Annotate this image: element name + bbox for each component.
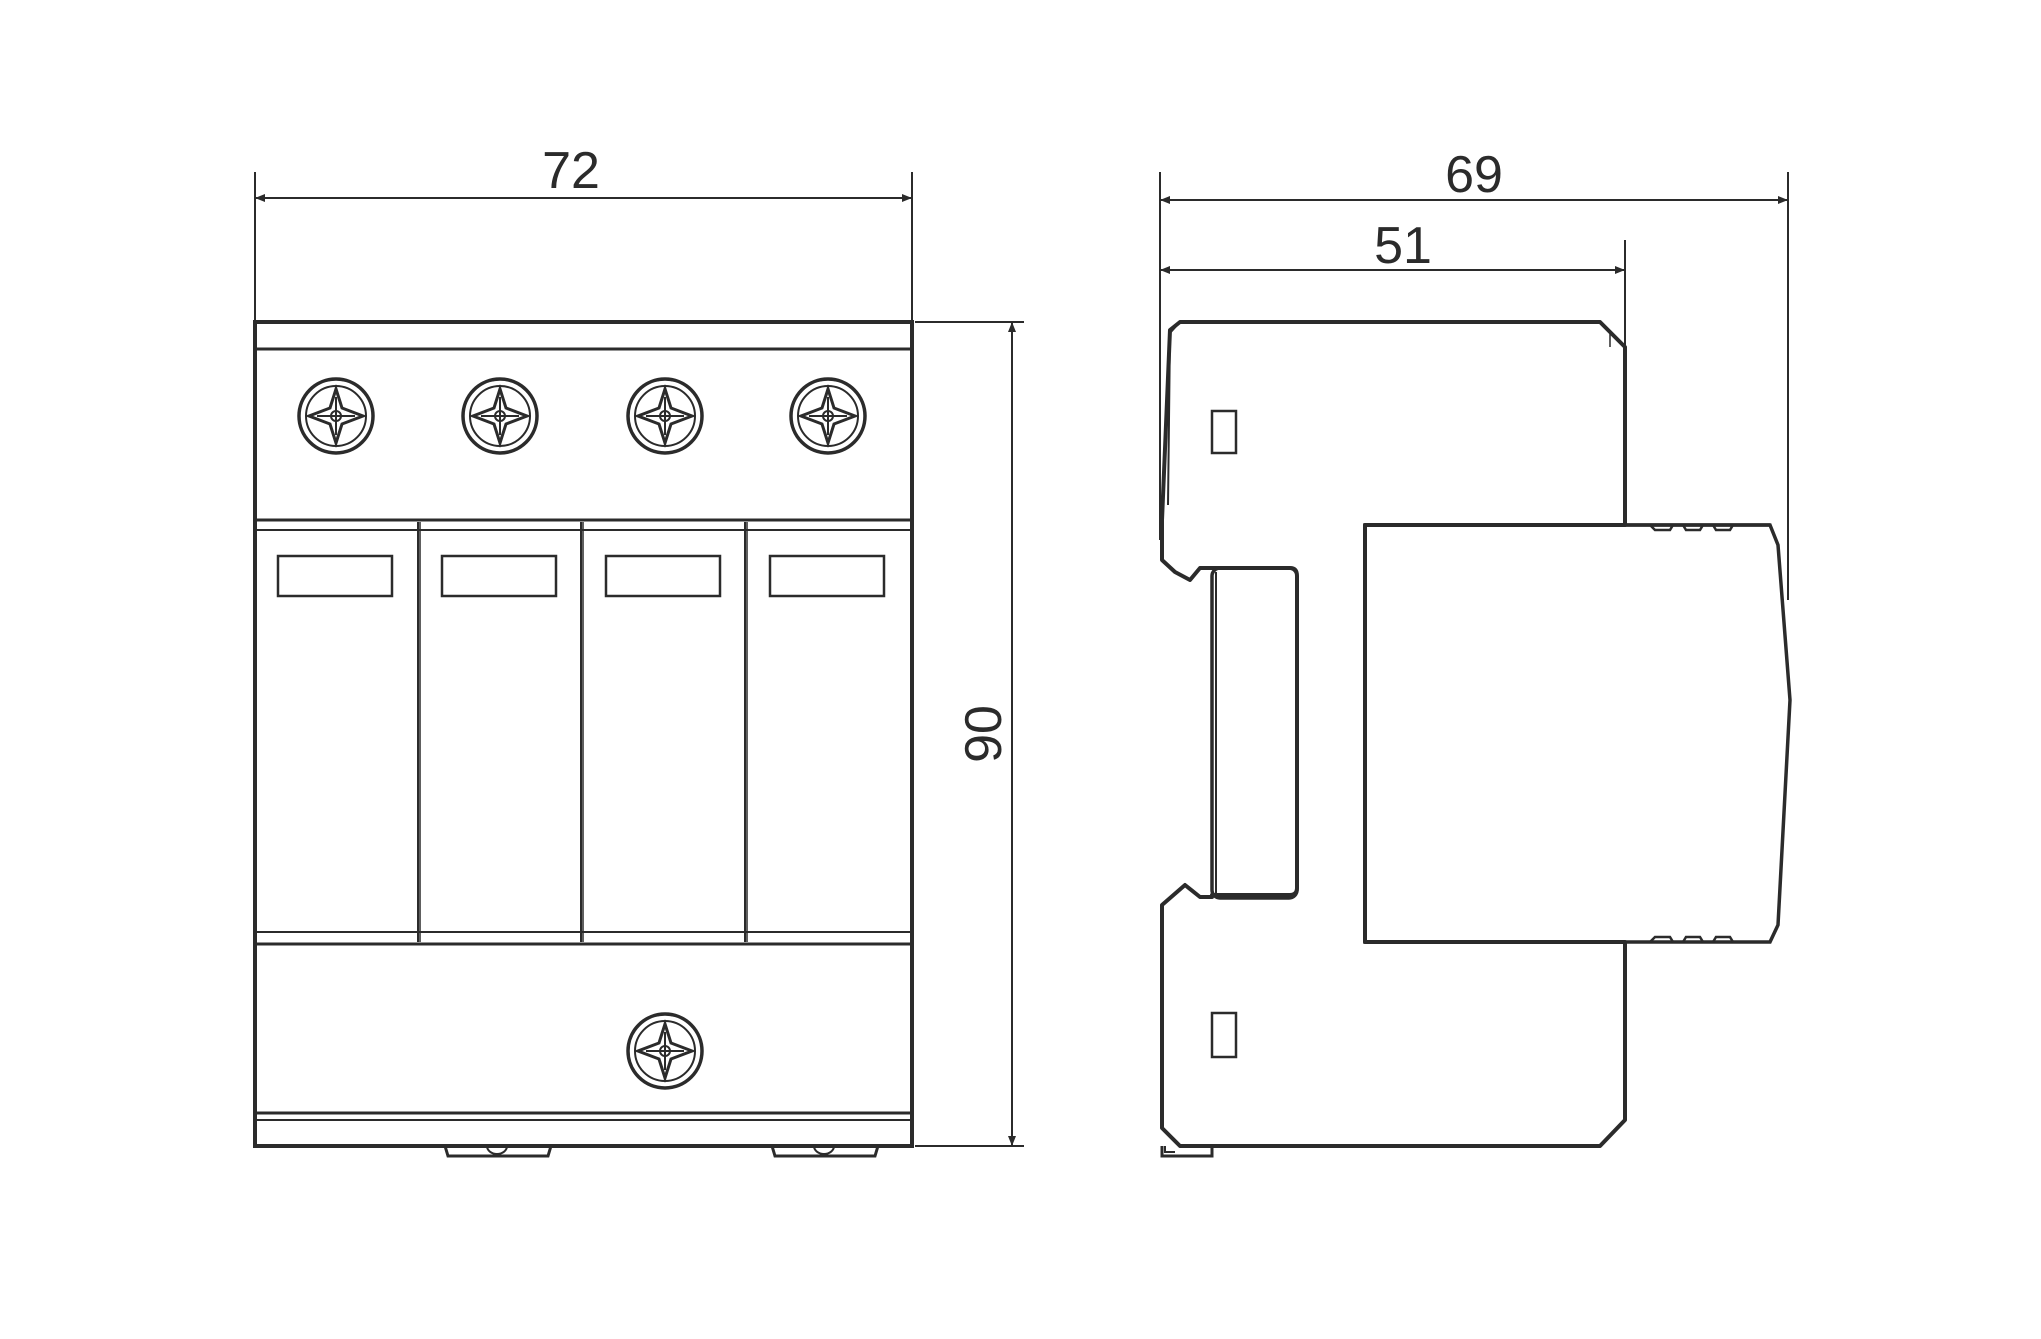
depth-rail-label: 51 xyxy=(1374,217,1432,275)
status-window xyxy=(604,554,722,598)
depth-rail-dimension: 51 xyxy=(1160,217,1626,350)
rail-slot xyxy=(1210,566,1299,900)
side-window xyxy=(1210,1011,1238,1059)
terminal-screw-icon xyxy=(297,377,375,455)
status-window xyxy=(768,554,886,598)
width-dimension-label: 72 xyxy=(542,142,600,200)
terminal-screw-icon xyxy=(626,377,704,455)
terminal-screw-icon xyxy=(789,377,867,455)
side-view: 69 51 xyxy=(1159,146,1792,1158)
height-dimension: 90 xyxy=(915,321,1024,1147)
depth-total-label: 69 xyxy=(1445,146,1503,204)
side-housing xyxy=(1160,320,1627,1148)
status-window xyxy=(440,554,558,598)
front-module-profile xyxy=(1363,523,1792,944)
depth-total-dimension: 69 xyxy=(1159,146,1789,600)
side-window xyxy=(1210,409,1238,455)
front-view: 72 90 xyxy=(253,142,1024,1158)
height-dimension-label: 90 xyxy=(955,705,1013,763)
front-housing xyxy=(253,320,914,1148)
width-dimension: 72 xyxy=(254,142,913,322)
terminal-screw-icon xyxy=(461,377,539,455)
status-window xyxy=(276,554,394,598)
terminal-screw-icon xyxy=(626,1012,704,1090)
